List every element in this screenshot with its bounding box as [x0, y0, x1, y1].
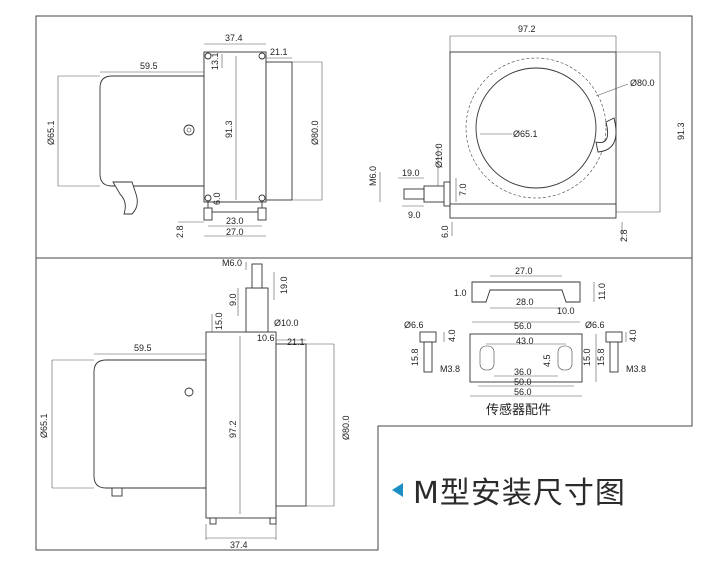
- dim-text: 19.0: [402, 168, 420, 178]
- dim-text: 50.0: [514, 377, 532, 387]
- dim-text: 28.0: [516, 297, 534, 307]
- dim-text: Ø65.1: [39, 413, 49, 438]
- dim-text: 4.5: [542, 354, 552, 367]
- dim-text: M3.8: [440, 364, 460, 374]
- dim-text: 9.0: [408, 210, 421, 220]
- dim-text: 56.0: [514, 321, 532, 331]
- dim-text: 36.0: [514, 367, 532, 377]
- connector-stem: [245, 287, 269, 333]
- mount-foot: [207, 201, 263, 213]
- drum-circle: [475, 67, 597, 189]
- drum-flange: [275, 343, 307, 507]
- dim-text: M6.0: [222, 258, 242, 268]
- dim-text: 97.2: [228, 420, 238, 438]
- body-block: [203, 51, 267, 203]
- dim-text: Ø80.0: [341, 415, 351, 440]
- screw-left: [419, 331, 437, 343]
- mount-plate: [469, 333, 583, 383]
- dim-text: 19.0: [279, 276, 289, 294]
- bottom-frame: [35, 258, 693, 551]
- dim-text: 37.4: [225, 33, 243, 43]
- cable-outlet: [112, 181, 138, 215]
- dim-text: 15.0: [582, 348, 592, 366]
- dim-text: 10.6: [257, 333, 275, 343]
- cover-housing: [99, 75, 205, 187]
- dim-text: 21.1: [287, 337, 305, 347]
- screw-right: [605, 331, 623, 343]
- dim-text: 10.0: [557, 306, 575, 316]
- dim-text: 59.5: [140, 61, 158, 71]
- dim-text: 4.0: [628, 329, 638, 342]
- dim-text: 15.8: [596, 348, 606, 366]
- dim-text: Ø10.0: [274, 318, 299, 328]
- drum-flange: [265, 61, 293, 201]
- dim-text: 43.0: [516, 336, 534, 346]
- mount-bar: [449, 203, 617, 219]
- bracket-channel: [471, 281, 581, 303]
- dim-text: 4.0: [447, 329, 457, 342]
- accessories-caption: 传感器配件: [486, 402, 551, 418]
- dim-text: 6.0: [440, 225, 450, 238]
- top-right-view: [379, 35, 661, 240]
- cable-hook: [595, 117, 617, 153]
- dim-text: 15.8: [410, 348, 420, 366]
- dim-text: 27.0: [226, 227, 244, 237]
- drawing-title: M型安装尺寸图: [413, 476, 626, 511]
- dim-text: 91.3: [676, 122, 686, 140]
- top-left-view: [57, 43, 323, 237]
- dim-text: 7.0: [458, 183, 468, 196]
- drawing-title-banner: M型安装尺寸图: [392, 468, 692, 512]
- dim-text: 11.0: [597, 283, 607, 300]
- dim-text: Ø10.0: [434, 143, 444, 168]
- triangle-left-icon: [392, 483, 403, 497]
- dim-text: 56.0: [514, 387, 532, 397]
- dim-text: 2.8: [619, 229, 629, 242]
- dim-text: 97.2: [518, 24, 536, 34]
- dim-text: 59.5: [134, 343, 152, 353]
- accessories: [419, 275, 627, 397]
- bottom-left-view: [51, 262, 335, 540]
- dim-text: Ø80.0: [310, 120, 320, 145]
- dim-text: 6.0: [212, 192, 222, 205]
- screw-hole: [183, 124, 195, 136]
- dim-text: M3.8: [626, 364, 646, 374]
- dim-text: Ø65.1: [513, 129, 538, 139]
- dim-text: Ø6.6: [585, 320, 605, 330]
- dim-text: 23.0: [226, 216, 244, 226]
- dim-text: M6.0: [368, 166, 378, 186]
- dim-text: Ø80.0: [630, 78, 655, 88]
- dim-text: 9.0: [228, 293, 238, 306]
- dim-text: 2.8: [175, 225, 185, 238]
- dim-text: 27.0: [515, 266, 533, 276]
- dim-text: 13.1: [210, 52, 220, 70]
- body-block: [205, 331, 277, 519]
- dim-text: Ø65.1: [46, 120, 56, 145]
- dim-text: 15.0: [214, 312, 224, 330]
- dim-text: 91.3: [224, 120, 234, 138]
- dim-text: 1.0: [454, 288, 467, 298]
- dim-text: 21.1: [270, 47, 288, 57]
- dim-text: 37.4: [230, 540, 248, 550]
- dim-text: Ø6.6: [404, 320, 424, 330]
- connector-tip: [403, 188, 425, 200]
- cover-housing: [93, 359, 207, 489]
